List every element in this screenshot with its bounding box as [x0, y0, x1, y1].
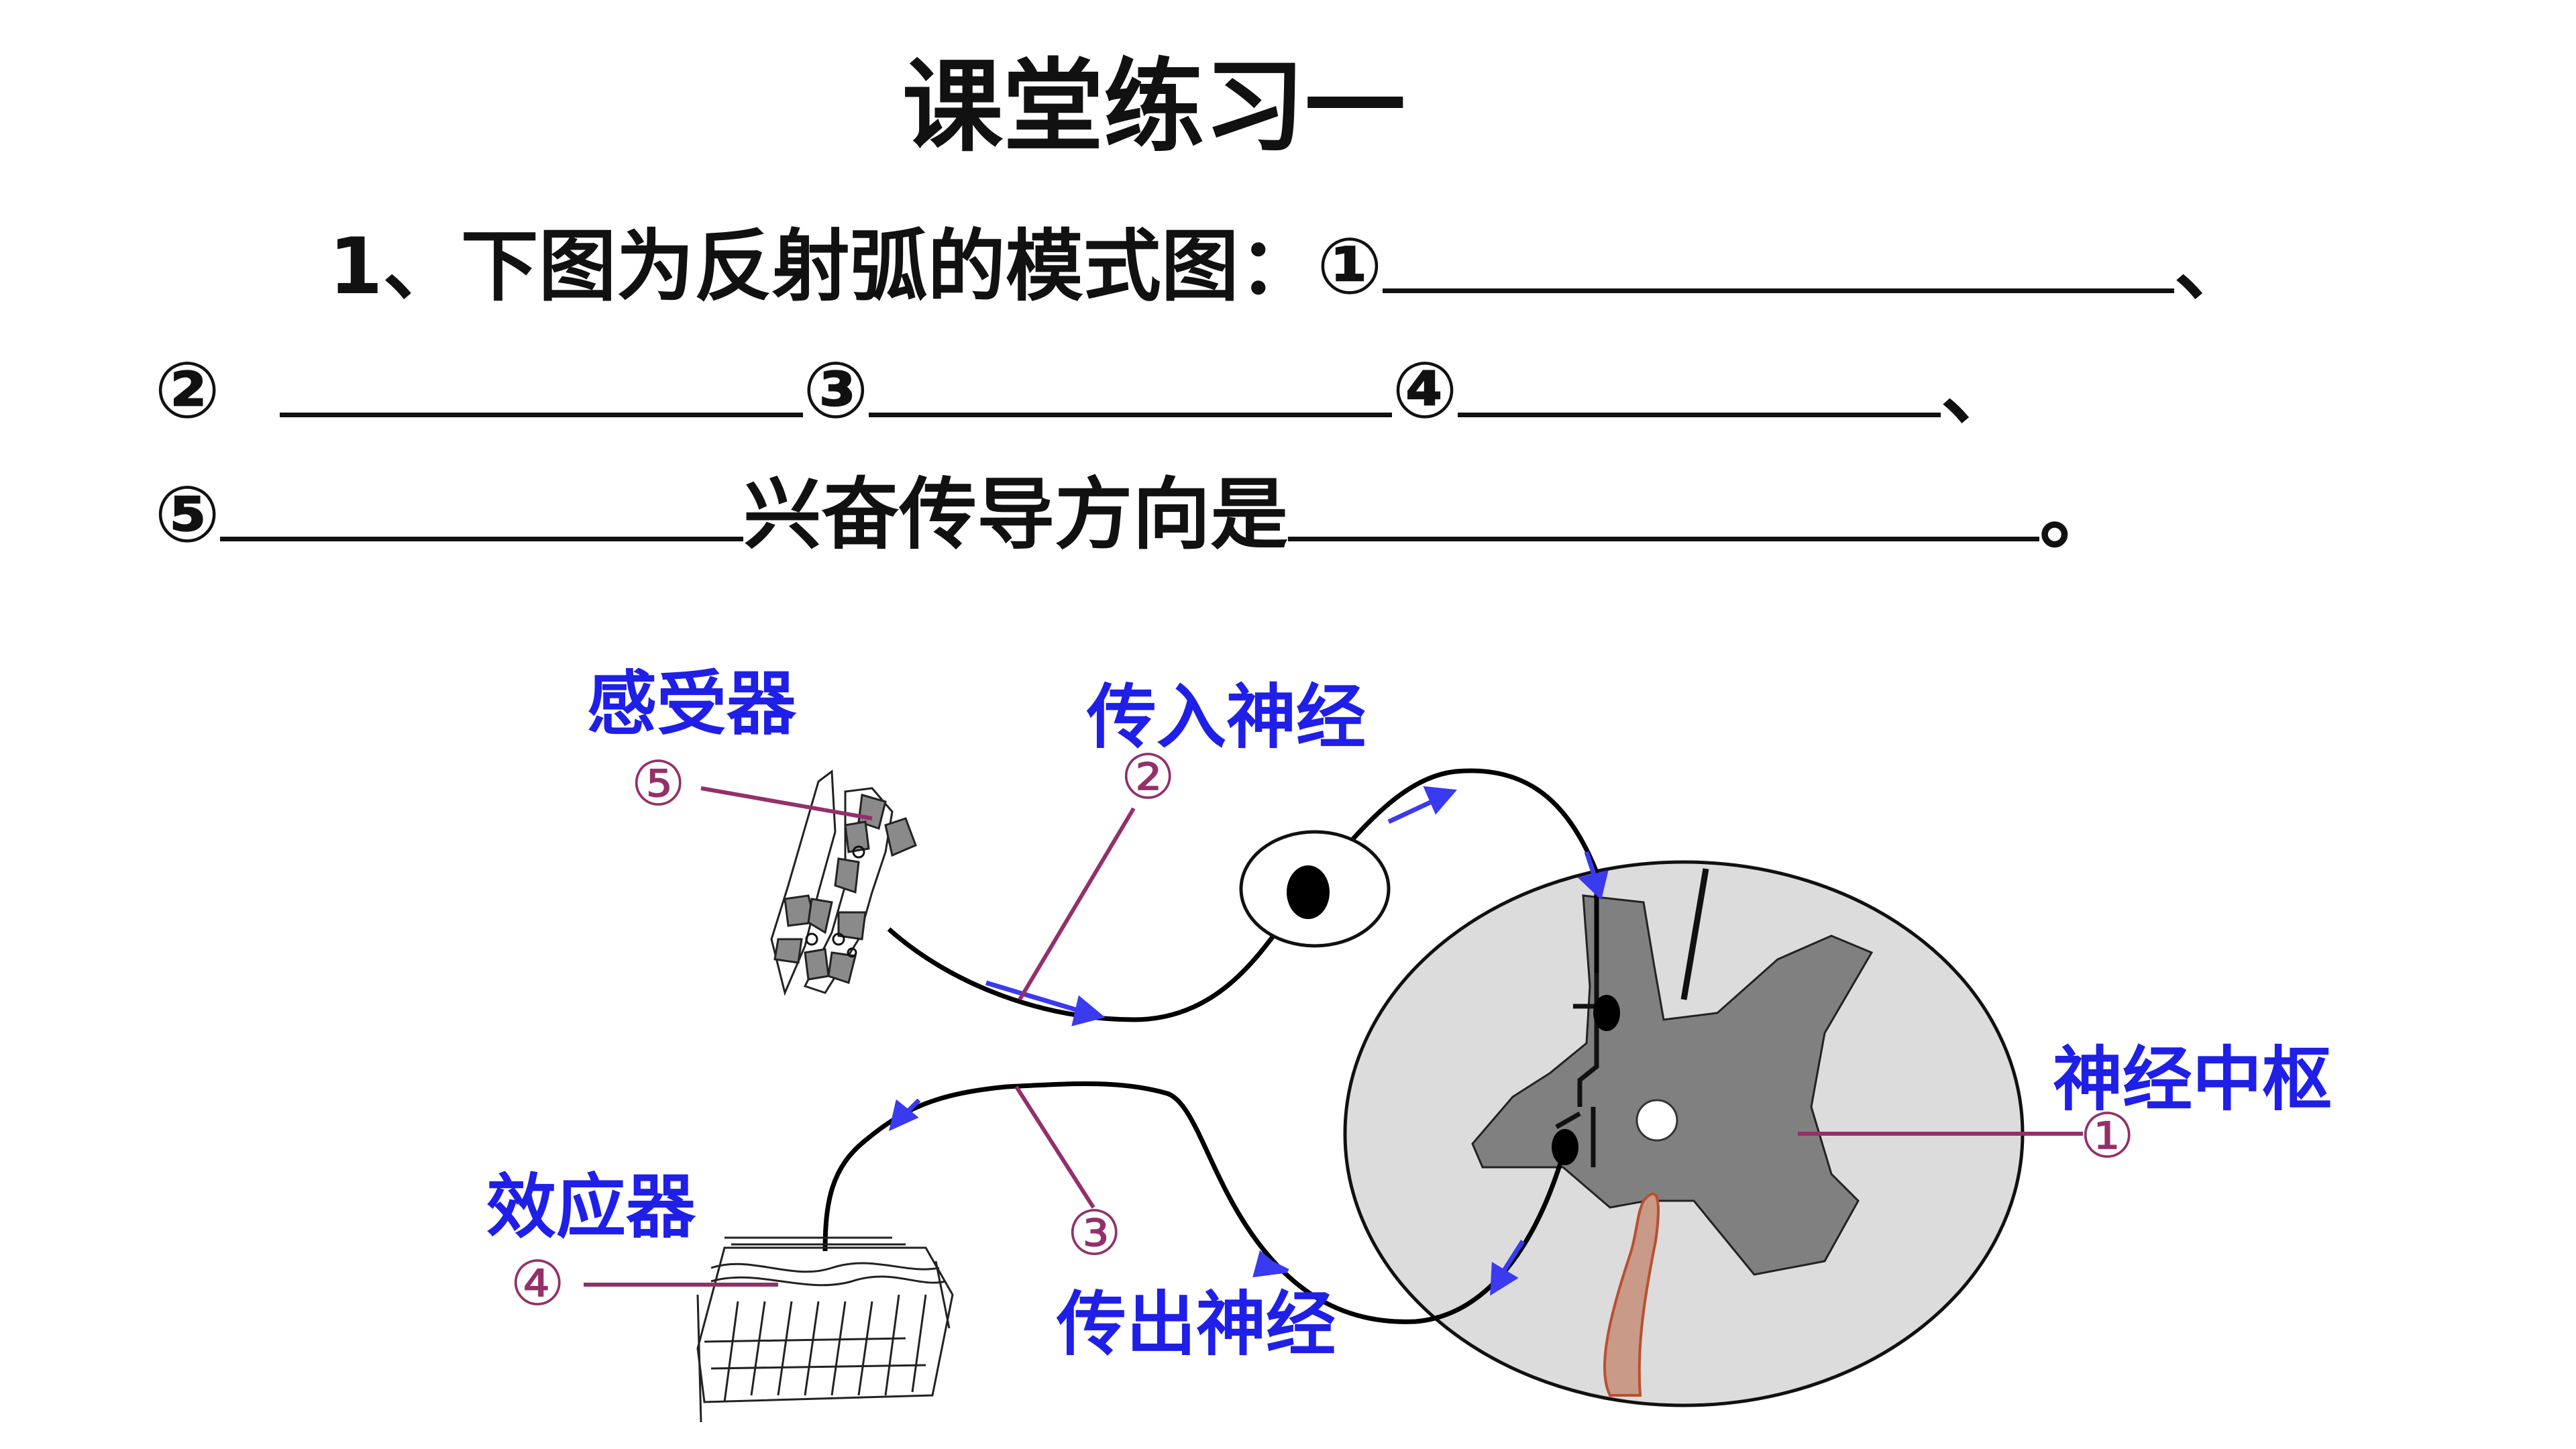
mark-2: ②: [154, 345, 221, 436]
question-line-1: 1、下图为反射弧的模式图：① 、: [329, 215, 2252, 317]
question-line-2: ② ③ ④ 、: [154, 339, 2019, 441]
slide-title: 课堂练习一: [902, 49, 1405, 166]
effector-muscle: [696, 1236, 954, 1423]
question-text: 1、下图为反射弧的模式图：①: [329, 221, 1383, 312]
blank-direction[interactable]: [1288, 463, 2040, 541]
label-efferent-nerve: 传出神经: [1056, 1283, 1336, 1365]
number-2: ②: [1120, 741, 1175, 813]
leader-2: [1018, 807, 1136, 1001]
number-5: ⑤: [631, 748, 686, 820]
mark-3: ③: [802, 345, 869, 436]
label-receptor: 感受器: [587, 663, 797, 745]
blank-2[interactable]: [279, 339, 803, 417]
separator-mark: 、: [2174, 221, 2252, 312]
interneuron: [1552, 973, 1620, 1167]
separator-mark: 、: [1941, 345, 2019, 436]
label-effector: 效应器: [486, 1166, 696, 1248]
dorsal-median-line: [1680, 868, 1709, 1000]
leader-5: [700, 786, 873, 820]
direction-prompt: 兴奋传导方向是: [743, 470, 1289, 560]
number-1: ①: [2080, 1100, 2135, 1172]
blank-5[interactable]: [220, 463, 744, 541]
ventral-fissure: [1603, 1192, 1660, 1397]
mark-5: ⑤: [154, 470, 221, 560]
blank-3[interactable]: [868, 339, 1392, 417]
number-3: ③: [1067, 1197, 1122, 1269]
number-4: ④: [510, 1248, 565, 1320]
leader-lines: [584, 786, 2083, 1287]
sensory-neuron-body: [1287, 865, 1330, 919]
spinal-cord: [1343, 860, 2025, 1407]
synapse-cell-upper: [1593, 995, 1620, 1031]
central-canal: [1635, 1099, 1678, 1142]
label-afferent-nerve: 传入神经: [1086, 676, 1366, 758]
efferent-nerve-fiber: [822, 1081, 1568, 1324]
mark-4: ④: [1391, 345, 1458, 436]
leader-3: [1014, 1085, 1095, 1209]
grey-matter: [1471, 894, 1874, 1276]
blank-1[interactable]: [1382, 215, 2174, 293]
conduction-arrows: [889, 786, 1609, 1296]
label-nerve-center: 神经中枢: [2053, 1038, 2332, 1120]
end-mark: 。: [2039, 470, 2118, 560]
question-line-3: ⑤ 兴奋传导方向是 。: [154, 463, 2117, 566]
receptor-skin: [770, 769, 917, 996]
blank-4[interactable]: [1458, 339, 1941, 417]
